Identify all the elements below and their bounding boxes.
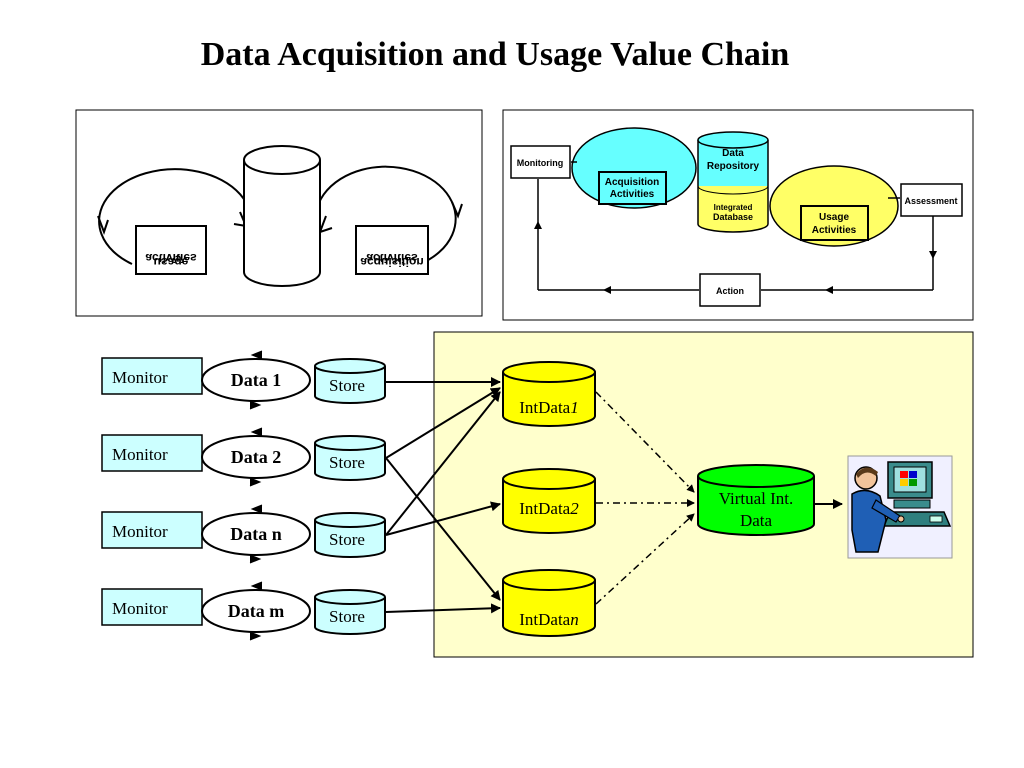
- usage-label-line2: Activities: [812, 225, 857, 236]
- repository-label-line1: Data: [722, 148, 744, 159]
- source-row-1: Monitor Data 1 Store: [101, 350, 386, 410]
- acquisition-label-line2: Activities: [610, 189, 655, 200]
- acquisition-loop: [314, 165, 457, 265]
- intdata-label: IntDatan: [519, 610, 578, 629]
- page-title: Data Acquisition and Usage Value Chain: [200, 36, 790, 73]
- usage-label-line1: usage: [154, 255, 189, 269]
- acquisition-label-line1: Acquisition: [605, 177, 659, 188]
- intdata1-to-virtual-link: [595, 391, 695, 493]
- store-cylinder: [314, 512, 386, 558]
- intdatan-to-virtual-link: [595, 513, 695, 605]
- usage-loop: [98, 168, 253, 265]
- acquisition-label-line2: activities: [366, 251, 418, 265]
- acquisition-activities-box: [598, 171, 667, 205]
- virtual-label-line1: Virtual Int.: [719, 489, 794, 508]
- acquisition-loop-arrow: [451, 201, 463, 219]
- usage-label-line2: activities: [145, 251, 197, 265]
- repository-cylinder: [243, 145, 321, 287]
- usage-activities-box: [135, 225, 207, 275]
- user-at-computer-icon: [847, 455, 953, 559]
- data-cycle: [201, 358, 311, 402]
- repository-database-cylinder: [697, 131, 769, 233]
- storen-to-intdata2-arrow: [385, 501, 501, 536]
- virtual-links: [595, 391, 695, 605]
- store-label: Store: [329, 530, 365, 549]
- source-row-2: Monitor Data 2 Store: [101, 427, 386, 487]
- monitoring-box: [510, 145, 571, 179]
- action-label: Action: [716, 286, 744, 296]
- intdata-1: IntData1: [502, 361, 596, 427]
- storem-to-intdatan-arrow: [385, 603, 501, 614]
- data-label: Data 2: [231, 447, 282, 467]
- monitor-label: Monitor: [112, 522, 168, 541]
- store-cylinder: [314, 358, 386, 404]
- usage-label-line1: Usage: [819, 212, 849, 223]
- store-cylinder: [314, 435, 386, 481]
- acquisition-activities-box: [355, 225, 429, 275]
- assessment-box: [900, 183, 963, 217]
- assessment-label: Assessment: [904, 196, 957, 206]
- store-label: Store: [329, 376, 365, 395]
- monitor-box: [101, 588, 203, 626]
- virtual-int-data: Virtual Int. Data: [697, 464, 815, 536]
- data-label: Data n: [230, 524, 282, 544]
- cycle-panel-right: Data Repository Integrated Database Acqu…: [502, 109, 974, 321]
- integrated-label-line1: Integrated: [714, 203, 753, 212]
- cycle-panel-left: usage activities acquisition activities: [75, 109, 483, 317]
- monitor-box: [101, 434, 203, 472]
- usage-activities-box: [800, 205, 869, 241]
- store-label: Store: [329, 607, 365, 626]
- storen-to-intdata1-arrow: [385, 391, 501, 536]
- store-connections: [385, 377, 501, 614]
- monitor-label: Monitor: [112, 599, 168, 618]
- store-cylinder: [314, 589, 386, 635]
- data-cycle: [201, 512, 311, 556]
- data-label: Data m: [228, 601, 285, 621]
- intdata-label: IntData2: [519, 499, 579, 518]
- intdata-n: IntDatan: [502, 569, 596, 637]
- monitoring-label: Monitoring: [517, 158, 564, 168]
- virtual-label-line2: Data: [740, 511, 773, 530]
- monitor-label: Monitor: [112, 368, 168, 387]
- monitor-box: [101, 511, 203, 549]
- repository-label-line2: Repository: [707, 161, 760, 172]
- integrated-label-line2: Database: [713, 212, 753, 222]
- monitor-label: Monitor: [112, 445, 168, 464]
- store2-to-intdata1-arrow: [385, 387, 501, 459]
- intdata-2: IntData2: [502, 468, 596, 534]
- source-row-4: Monitor Data m Store: [101, 581, 386, 641]
- data-cycle: [201, 435, 311, 479]
- action-box: [699, 273, 761, 307]
- source-row-3: Monitor Data n Store: [101, 504, 386, 564]
- data-label: Data 1: [231, 370, 282, 390]
- data-cycle: [201, 589, 311, 633]
- acquisition-label-line1: acquisition: [360, 255, 423, 269]
- monitor-box: [101, 357, 203, 395]
- store2-to-intdatan-arrow: [385, 457, 501, 601]
- intdata-label: IntData1: [519, 398, 578, 417]
- store-label: Store: [329, 453, 365, 472]
